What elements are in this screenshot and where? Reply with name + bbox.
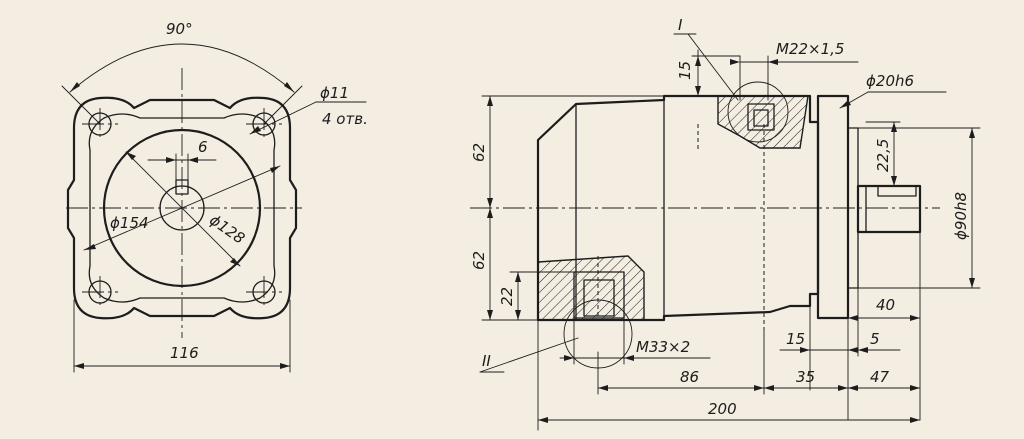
hole-count-label: 4 отв.: [322, 110, 368, 128]
dim-86-35-47: 86 35 47: [597, 325, 921, 421]
angle-dimension: 90°: [61, 20, 303, 125]
side-mounting-flange: [816, 94, 850, 320]
angle-label: 90°: [166, 20, 193, 38]
top-port-bore: [747, 103, 775, 131]
dim-62-stack: 62 62: [470, 95, 665, 321]
dim-15-bottom-label: 15: [786, 330, 805, 348]
front-shaft-circle: [159, 185, 205, 231]
dim-86-label: 86: [680, 368, 699, 386]
bottom-port-bore: [573, 271, 625, 319]
dim-62-top-label: 62: [470, 143, 488, 162]
dim-22-left: 22: [498, 271, 575, 321]
front-flange-inner-contour: [88, 113, 276, 303]
dia154-label: ϕ154: [110, 214, 149, 232]
key-width-label: 6: [198, 138, 208, 156]
side-view: I II M22×1,5 ϕ20h6 15: [470, 16, 981, 431]
dim-22-5-label: 22,5: [874, 139, 892, 172]
hole-callout: ϕ11 4 отв.: [249, 84, 368, 135]
width-label: 116: [170, 344, 199, 362]
side-output-shaft: [856, 184, 922, 234]
shaft-fit-label: ϕ20h6: [866, 72, 914, 90]
thread-top-callout: M22×1,5: [730, 40, 859, 101]
dim-35-label: 35: [796, 368, 815, 386]
section-ii-label: II: [482, 352, 491, 370]
dim-15-top-label: 15: [676, 61, 694, 80]
dim-200-label: 200: [708, 400, 737, 418]
side-shaft-key: [877, 185, 917, 197]
section-i-circle: [727, 81, 789, 143]
dia128-label: ϕ128: [206, 211, 248, 248]
dim-22-5: 22,5: [865, 121, 901, 187]
dim-15-top: 15: [676, 49, 741, 97]
dim-22-left-label: 22: [498, 287, 516, 306]
front-key-slot: [175, 179, 189, 195]
section-i-label: I: [678, 16, 683, 34]
dim-15-5: 15 5: [779, 287, 901, 391]
hole-diameter-label: ϕ11: [320, 84, 349, 102]
dia154-dimension: ϕ154: [110, 151, 241, 267]
spigot-fit-label: ϕ90h8: [952, 192, 970, 240]
dim-5-label: 5: [870, 330, 880, 348]
dim-200: 200: [537, 319, 921, 431]
front-spigot-circle: [102, 128, 262, 288]
front-view: 90° ϕ11 4 отв. 6 ϕ154: [61, 20, 368, 373]
dim-spigot-dia: ϕ90h8: [857, 127, 981, 289]
front-flange-outline: [66, 96, 298, 320]
side-body-outline: [536, 94, 820, 322]
width-dimension: 116: [73, 299, 291, 373]
dim-40-label: 40: [876, 296, 895, 314]
thread-top-label: M22×1,5: [776, 40, 844, 58]
thread-bottom-label: M33×2: [636, 338, 690, 356]
section-i-hatch: [717, 95, 809, 149]
section-ii-hatch: [537, 255, 645, 321]
dim-62-bottom-label: 62: [470, 251, 488, 270]
key-width-dimension: 6: [147, 138, 217, 181]
shaft-fit-callout: ϕ20h6: [839, 72, 947, 109]
dim-47-label: 47: [870, 368, 890, 386]
dim-40: 40: [847, 231, 921, 421]
thread-bottom-callout: M33×2: [559, 317, 711, 365]
section-markers: I II: [479, 16, 739, 373]
